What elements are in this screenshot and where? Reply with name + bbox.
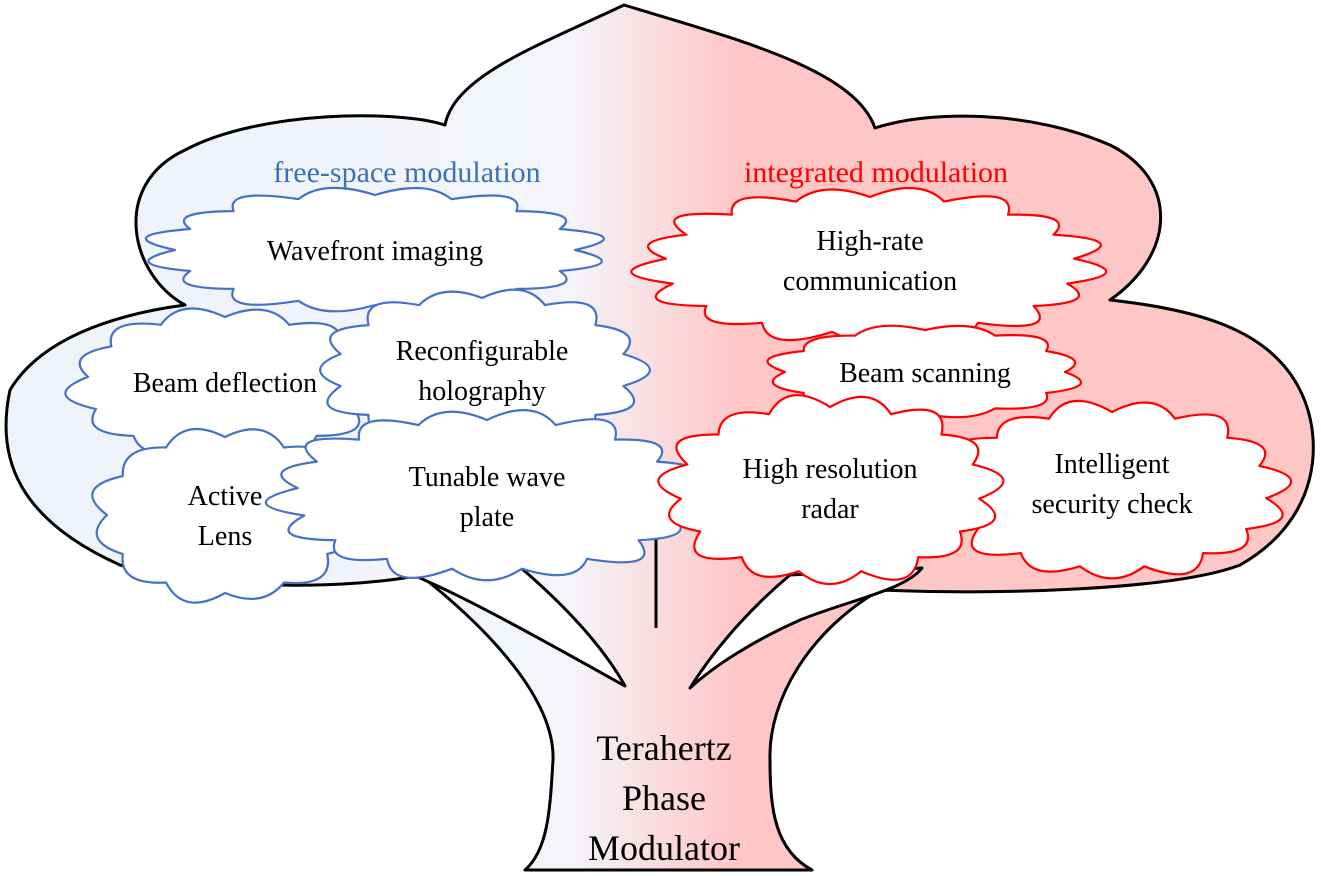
cloud-label-line: Tunable wave xyxy=(409,462,566,493)
cloud-tunable-wave-plate: Tunable wave plate xyxy=(264,408,707,582)
cloud-high-rate-communication: High-rate communication xyxy=(630,187,1108,344)
cloud-label-line: Active xyxy=(188,481,263,512)
cloud-beam-scanning: Beam scanning xyxy=(766,324,1082,421)
right-group-title: integrated modulation xyxy=(744,156,1008,189)
cloud-wavefront-imaging: Wavefront imaging xyxy=(144,186,605,313)
trunk-label-line: Terahertz xyxy=(596,728,731,768)
cloud-label-line: Lens xyxy=(198,521,252,552)
trunk-label-line: Modulator xyxy=(588,828,740,868)
cloud-label-line: security check xyxy=(1032,489,1193,520)
cloud-reconfigurable-holography: Reconfigurable holography xyxy=(319,288,651,454)
left-group-title: free-space modulation xyxy=(273,156,540,189)
cloud-label-line: communication xyxy=(783,266,957,297)
trunk-label-line: Phase xyxy=(622,778,706,818)
cloud-label-line: High resolution xyxy=(743,454,918,485)
cloud-label-line: Beam deflection xyxy=(133,368,317,399)
cloud-beam-deflection: Beam deflection xyxy=(64,307,385,466)
cloud-label-line: holography xyxy=(418,376,546,407)
cloud-label-line: Intelligent xyxy=(1054,449,1169,480)
cloud-shape xyxy=(264,408,707,582)
trunk-label: Terahertz Phase Modulator xyxy=(588,728,740,868)
cloud-label-line: Reconfigurable xyxy=(396,336,569,367)
cloud-high-resolution-radar: High resolution radar xyxy=(657,394,1005,585)
left-branch-gap xyxy=(398,565,627,688)
cloud-shape xyxy=(657,394,1005,585)
cloud-label-line: Beam scanning xyxy=(839,358,1011,389)
cloud-label-line: plate xyxy=(460,502,514,533)
cloud-label-line: radar xyxy=(801,494,859,525)
cloud-label-line: Wavefront imaging xyxy=(267,236,483,267)
cloud-label-line: High-rate xyxy=(816,226,923,257)
